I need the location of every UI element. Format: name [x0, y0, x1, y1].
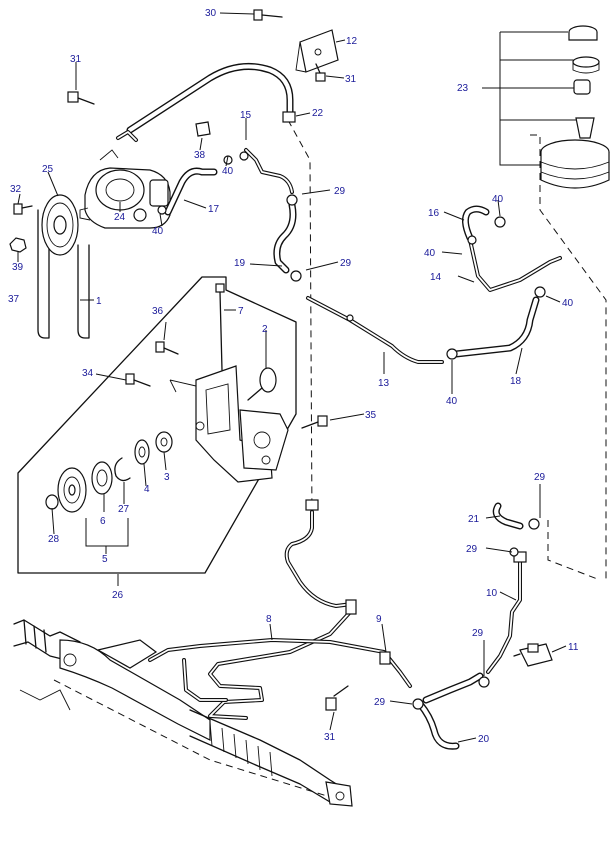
hose-bracket — [295, 29, 339, 73]
callout-36: 36 — [152, 306, 164, 317]
bolt — [125, 373, 151, 387]
hose-clamp — [446, 286, 546, 360]
valve — [513, 643, 553, 667]
callout-2: 2 — [262, 324, 268, 335]
callout-18: 18 — [510, 376, 522, 387]
callout-3: 3 — [164, 472, 170, 483]
bolt — [67, 91, 95, 105]
callout-27: 27 — [118, 504, 130, 515]
callout-19: 19 — [234, 258, 246, 269]
bolt — [301, 415, 328, 429]
bolt — [253, 9, 283, 21]
washer — [134, 439, 150, 465]
callout-30: 30 — [205, 8, 217, 19]
hose-clip — [195, 121, 211, 137]
callout-32: 31 — [345, 74, 357, 85]
callout-bracket — [482, 31, 576, 166]
callout-1: 1 — [96, 296, 102, 307]
callout-29-a: 29 — [334, 186, 346, 197]
callout-12: 12 — [346, 36, 358, 47]
steering-pump — [79, 149, 171, 229]
nut — [45, 494, 59, 510]
supply-hose-top — [116, 62, 296, 142]
callout-16: 16 — [428, 208, 440, 219]
return-hose-rack — [412, 672, 490, 750]
callout-4: 4 — [144, 484, 150, 495]
callout-labels: 30 12 31 31 22 15 38 40 29 17 40 24 25 3… — [8, 8, 579, 745]
group-outline — [17, 276, 297, 574]
spacer — [155, 431, 173, 453]
callout-17: 17 — [208, 204, 220, 215]
callout-6: 6 — [100, 516, 106, 527]
pressure-pipe — [208, 499, 357, 720]
idler-pulley — [57, 467, 87, 513]
bolt — [325, 685, 349, 711]
leader-lines — [17, 12, 567, 743]
callout-20: 20 — [478, 734, 490, 745]
callout-40-d: 40 — [424, 248, 436, 259]
callout-25: 25 — [42, 164, 54, 175]
callout-29-b: 29 — [340, 258, 352, 269]
upper-return-hose — [492, 502, 540, 557]
bolt — [155, 341, 179, 355]
callout-29-c: 29 — [374, 697, 386, 708]
reservoir-pipe — [306, 296, 444, 364]
callout-24: 24 — [114, 212, 126, 223]
callout-37: 37 — [8, 294, 20, 305]
callout-40-c: 40 — [492, 194, 504, 205]
callout-5: 5 — [102, 554, 108, 565]
drive-belt — [37, 209, 90, 339]
callout-7: 7 — [238, 306, 244, 317]
callout-9: 9 — [376, 614, 382, 625]
callout-31-bottom: 31 — [324, 732, 336, 743]
callout-23: 23 — [457, 83, 469, 94]
callout-15: 15 — [240, 110, 252, 121]
reservoir-hose — [452, 296, 540, 358]
callout-10: 10 — [486, 588, 498, 599]
stud-nut — [247, 367, 277, 401]
bearing — [91, 461, 113, 495]
callout-39: 39 — [12, 262, 24, 273]
pump-pulley — [41, 194, 79, 256]
steering-rack — [13, 619, 353, 807]
reservoir — [540, 25, 610, 189]
callout-13: 13 — [378, 378, 390, 389]
callout-21: 21 — [468, 514, 480, 525]
hose-clamp — [286, 194, 302, 282]
hose-clamp — [157, 151, 249, 215]
callout-40-a: 40 — [222, 166, 234, 177]
callout-8: 8 — [266, 614, 272, 625]
return-hose — [164, 167, 218, 216]
nut — [9, 237, 27, 253]
callout-29-d: 29 — [472, 628, 484, 639]
return-hose-lower — [273, 201, 297, 274]
callout-34: 34 — [82, 368, 94, 379]
bolt — [315, 63, 326, 82]
callout-40-e: 40 — [562, 298, 574, 309]
cooler-return-pipe — [486, 551, 527, 674]
callout-35: 35 — [365, 410, 377, 421]
callout-26: 26 — [112, 590, 124, 601]
cooler-hose — [461, 205, 506, 245]
callout-14: 14 — [430, 272, 442, 283]
bolt — [13, 203, 33, 215]
return-pipe — [244, 148, 294, 194]
callout-29-f: 29 — [534, 472, 546, 483]
callout-40-b: 40 — [152, 226, 164, 237]
long-bolt — [215, 283, 225, 371]
callout-28: 28 — [48, 534, 60, 545]
snap-ring — [114, 457, 131, 482]
callout-33: 32 — [10, 184, 22, 195]
return-pipe-rack — [148, 638, 412, 702]
callout-22: 22 — [312, 108, 324, 119]
callout-29-e: 29 — [466, 544, 478, 555]
callout-31-top: 31 — [70, 54, 82, 65]
pump-bracket — [169, 365, 289, 483]
callout-38: 38 — [194, 150, 206, 161]
callout-40-f: 40 — [446, 396, 458, 407]
cooler-pipe — [468, 238, 562, 292]
callout-11: 11 — [568, 642, 579, 653]
